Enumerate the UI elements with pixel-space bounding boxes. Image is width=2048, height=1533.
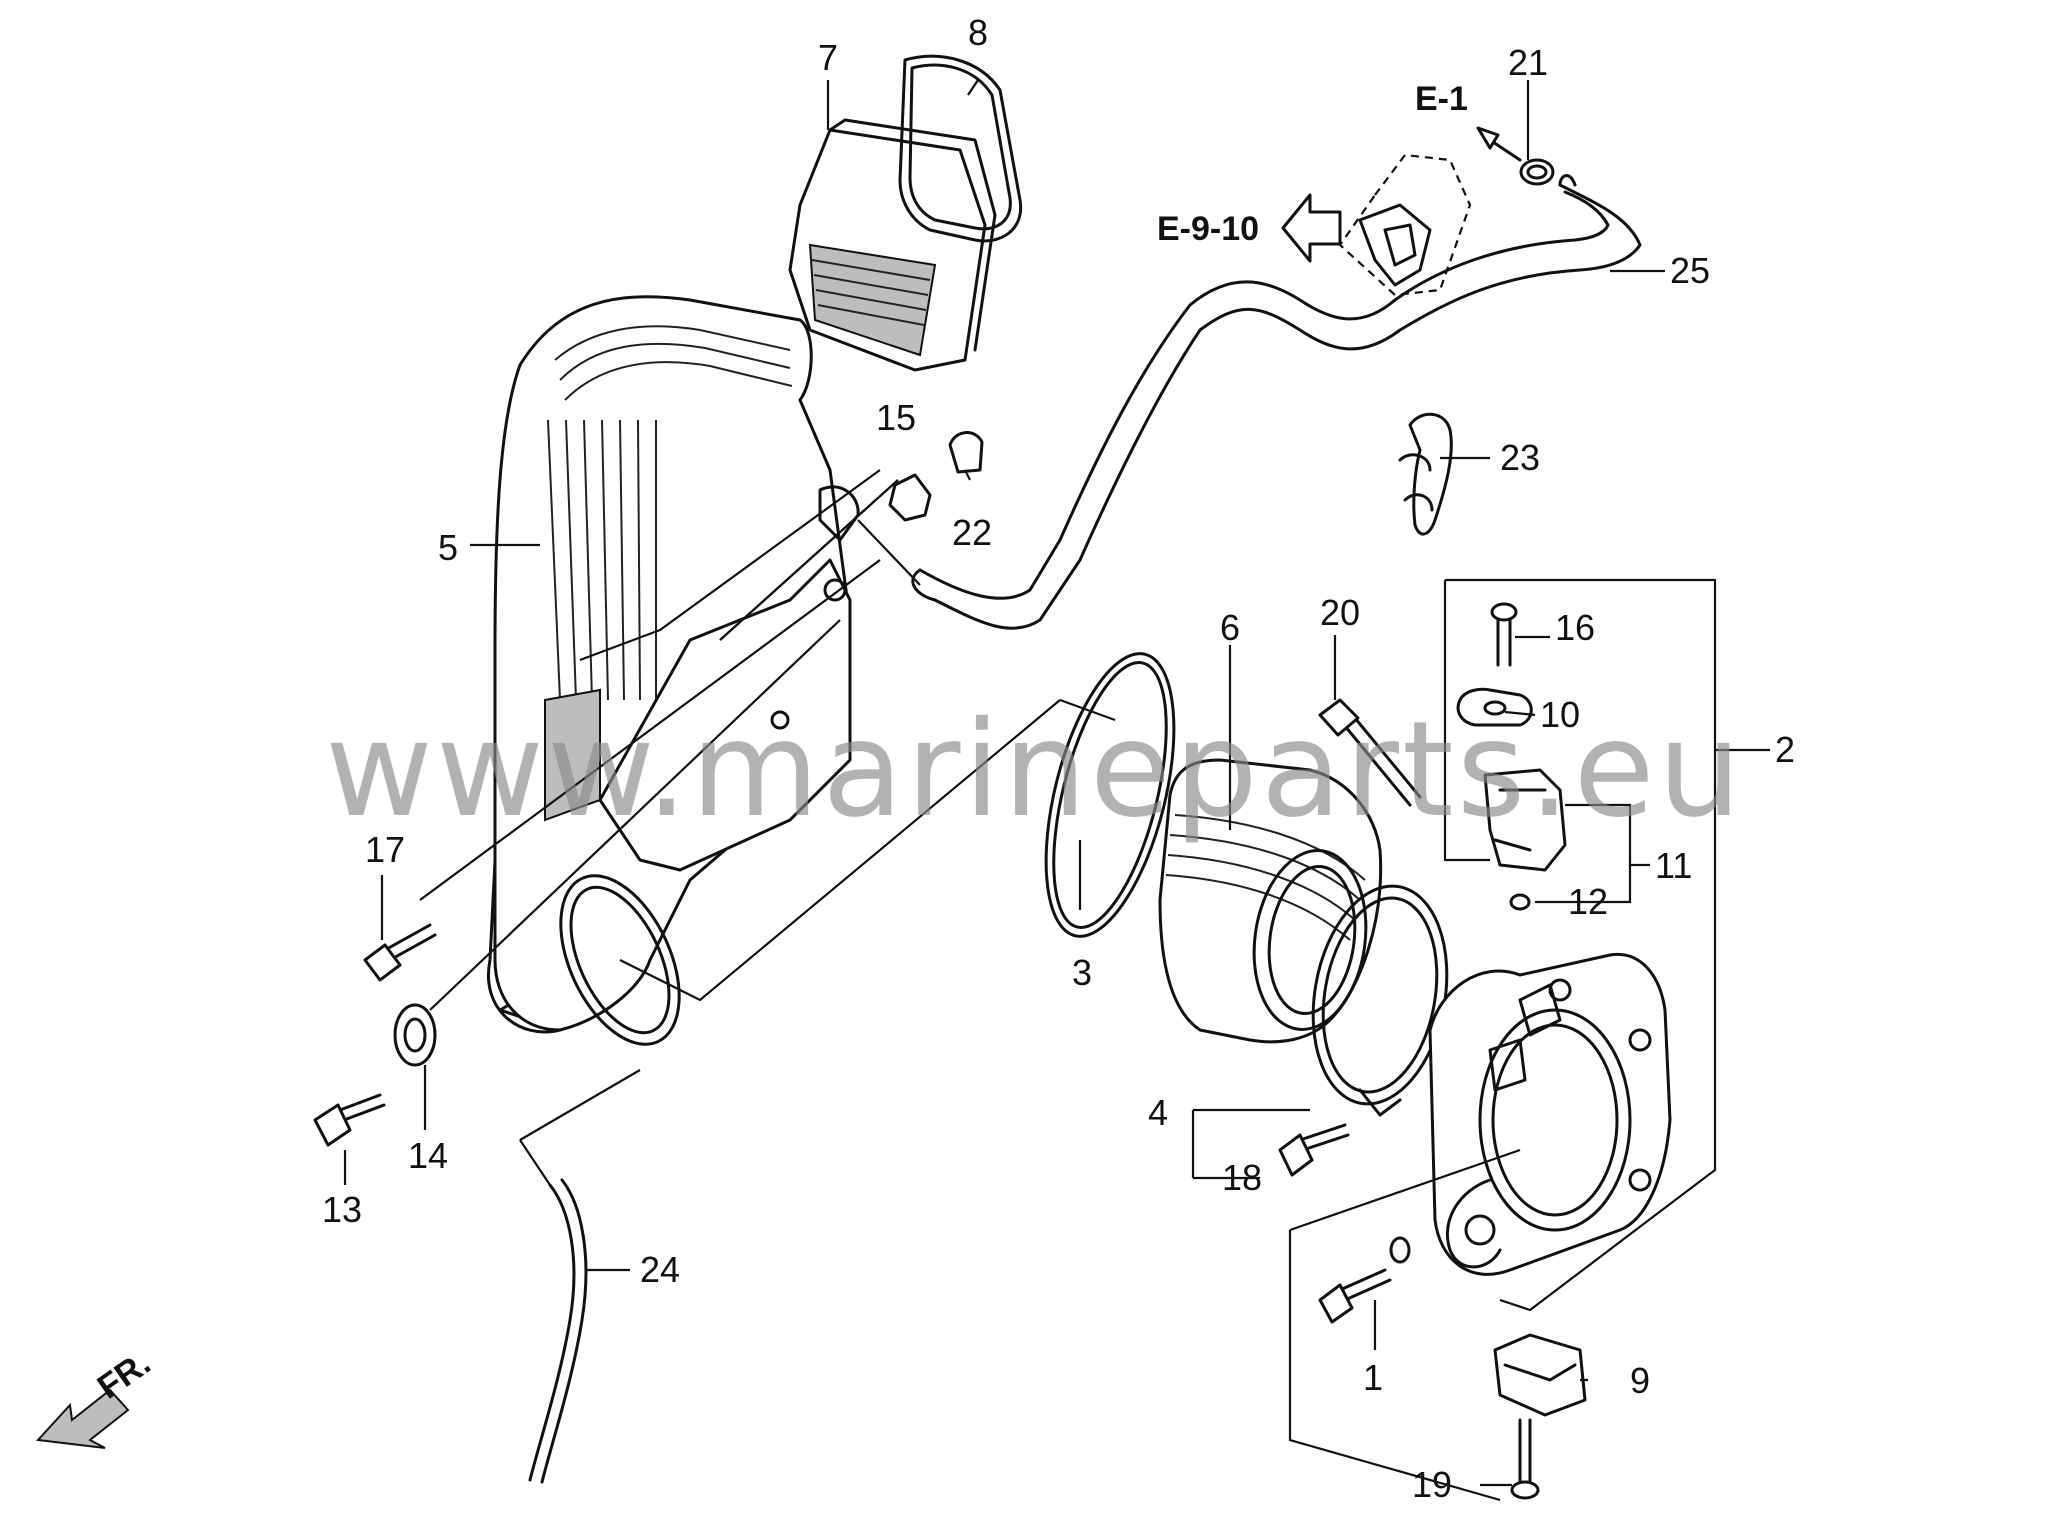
callout-23: 23 <box>1500 437 1540 478</box>
e1-arrow-icon <box>1488 138 1522 162</box>
bolt-18[interactable] <box>1278 1123 1350 1177</box>
drain-tube[interactable] <box>528 1178 588 1484</box>
clip[interactable] <box>1398 412 1453 536</box>
callout-16: 16 <box>1555 607 1595 648</box>
callout-6: 6 <box>1220 607 1240 648</box>
callout-10: 10 <box>1540 694 1580 735</box>
callout-13: 13 <box>322 1189 362 1230</box>
callout-3: 3 <box>1072 952 1092 993</box>
callout-5: 5 <box>438 527 458 568</box>
throttle-body[interactable] <box>1428 952 1672 1276</box>
callout-8: 8 <box>968 12 988 53</box>
filter-gasket[interactable] <box>898 54 1023 243</box>
callout-4: 4 <box>1148 1092 1168 1133</box>
long-bolt[interactable] <box>1318 698 1422 807</box>
front-arrow-icon <box>35 1388 130 1449</box>
hose-clamp[interactable] <box>1519 158 1555 186</box>
callout-2: 2 <box>1775 729 1795 770</box>
connecting-tube[interactable] <box>1158 758 1383 1044</box>
hose-holder[interactable] <box>1338 153 1472 297</box>
callout-12: 12 <box>1568 881 1608 922</box>
bolt-19[interactable] <box>1510 1418 1540 1500</box>
o-ring[interactable] <box>1022 641 1199 949</box>
callout-15: 15 <box>876 397 916 438</box>
callout-7: 7 <box>818 37 838 78</box>
bolt-1[interactable] <box>1318 1236 1411 1324</box>
callout-9: 9 <box>1630 1360 1650 1401</box>
o-ring-small[interactable] <box>1509 893 1531 911</box>
bolt-17[interactable] <box>363 923 437 982</box>
bracket[interactable] <box>1493 1333 1587 1417</box>
callout-17: 17 <box>365 829 405 870</box>
callout-18: 18 <box>1222 1157 1262 1198</box>
air-filter-element[interactable] <box>788 118 997 372</box>
callout-22: 22 <box>952 512 992 553</box>
callout-19: 19 <box>1412 1464 1452 1505</box>
ref-e1: E-1 <box>1415 80 1468 118</box>
callout-11: 11 <box>1655 845 1692 886</box>
callout-14: 14 <box>408 1135 448 1176</box>
callout-1: 1 <box>1363 1357 1383 1398</box>
callout-24: 24 <box>640 1249 680 1290</box>
air-cleaner-case[interactable] <box>487 295 860 1063</box>
collar[interactable] <box>888 473 932 522</box>
ref-e910: E-9-10 <box>1157 210 1259 248</box>
watermark: www.marineparts.eu <box>325 693 1744 847</box>
e910-arrow-icon <box>1281 193 1342 263</box>
setting-plate[interactable] <box>1456 687 1533 727</box>
sensor[interactable] <box>1483 768 1567 872</box>
grommet[interactable] <box>393 1003 437 1067</box>
screw-16[interactable] <box>1490 602 1518 667</box>
callout-20: 20 <box>1320 592 1360 633</box>
callout-25: 25 <box>1670 250 1710 291</box>
callout-21: 21 <box>1508 42 1548 83</box>
screw-13[interactable] <box>313 1093 386 1147</box>
cap[interactable] <box>948 431 984 474</box>
breather-hose[interactable] <box>911 174 1642 630</box>
